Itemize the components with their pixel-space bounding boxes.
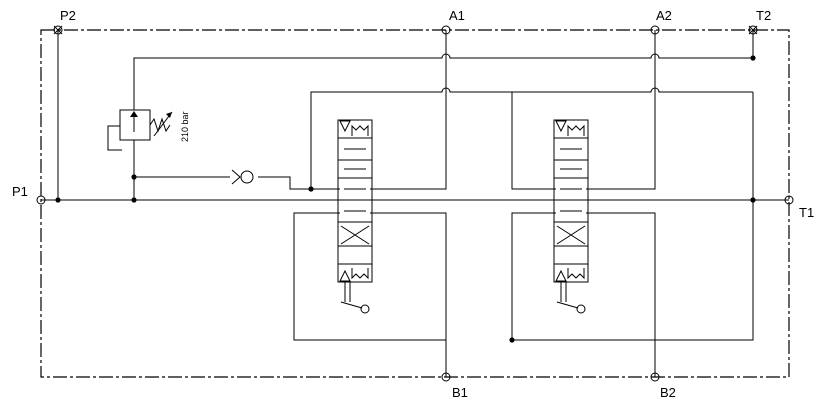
pilot-line-t2 <box>133 30 754 110</box>
relief-valve-setting: 210 bar <box>180 111 190 142</box>
port-label-b2: B2 <box>660 385 676 400</box>
valve2-a-line <box>511 30 656 190</box>
port-label-p1: P1 <box>12 184 28 199</box>
junction-dot <box>509 337 515 343</box>
manifold-boundary <box>40 29 790 378</box>
port-label-t2: T2 <box>756 8 771 23</box>
directional-valve-2 <box>553 119 589 314</box>
port-t2-plugged-connector <box>748 25 758 35</box>
port-b1-connector <box>441 372 451 382</box>
directional-valve-1 <box>337 119 373 314</box>
junction-dot <box>308 186 314 192</box>
port-p2-plugged-connector <box>53 25 63 35</box>
valve2-b-line <box>511 92 754 377</box>
check-valve-line <box>133 140 340 200</box>
port-label-a1: A1 <box>449 8 465 23</box>
port-label-a2: A2 <box>656 8 672 23</box>
valve1-a-line <box>370 30 447 190</box>
check-valve <box>231 169 254 185</box>
port-label-t1: T1 <box>799 205 814 220</box>
port-a2-connector <box>650 25 660 35</box>
junction-dot <box>750 55 756 61</box>
valve1-b-line <box>293 212 447 377</box>
port-t1-connector <box>784 195 794 205</box>
port-b2-connector <box>650 372 660 382</box>
port-label-p2: P2 <box>60 8 76 23</box>
port-label-b1: B1 <box>452 385 468 400</box>
junction-dot <box>131 197 137 203</box>
feed-line-upper <box>310 87 753 189</box>
port-p1-connector <box>36 195 46 205</box>
pressure-relief-valve <box>107 109 173 151</box>
junction-dot <box>55 197 61 203</box>
junction-dot <box>131 174 137 180</box>
valve1-b-return <box>370 212 447 340</box>
port-a1-connector <box>441 25 451 35</box>
junction-dot <box>750 197 756 203</box>
